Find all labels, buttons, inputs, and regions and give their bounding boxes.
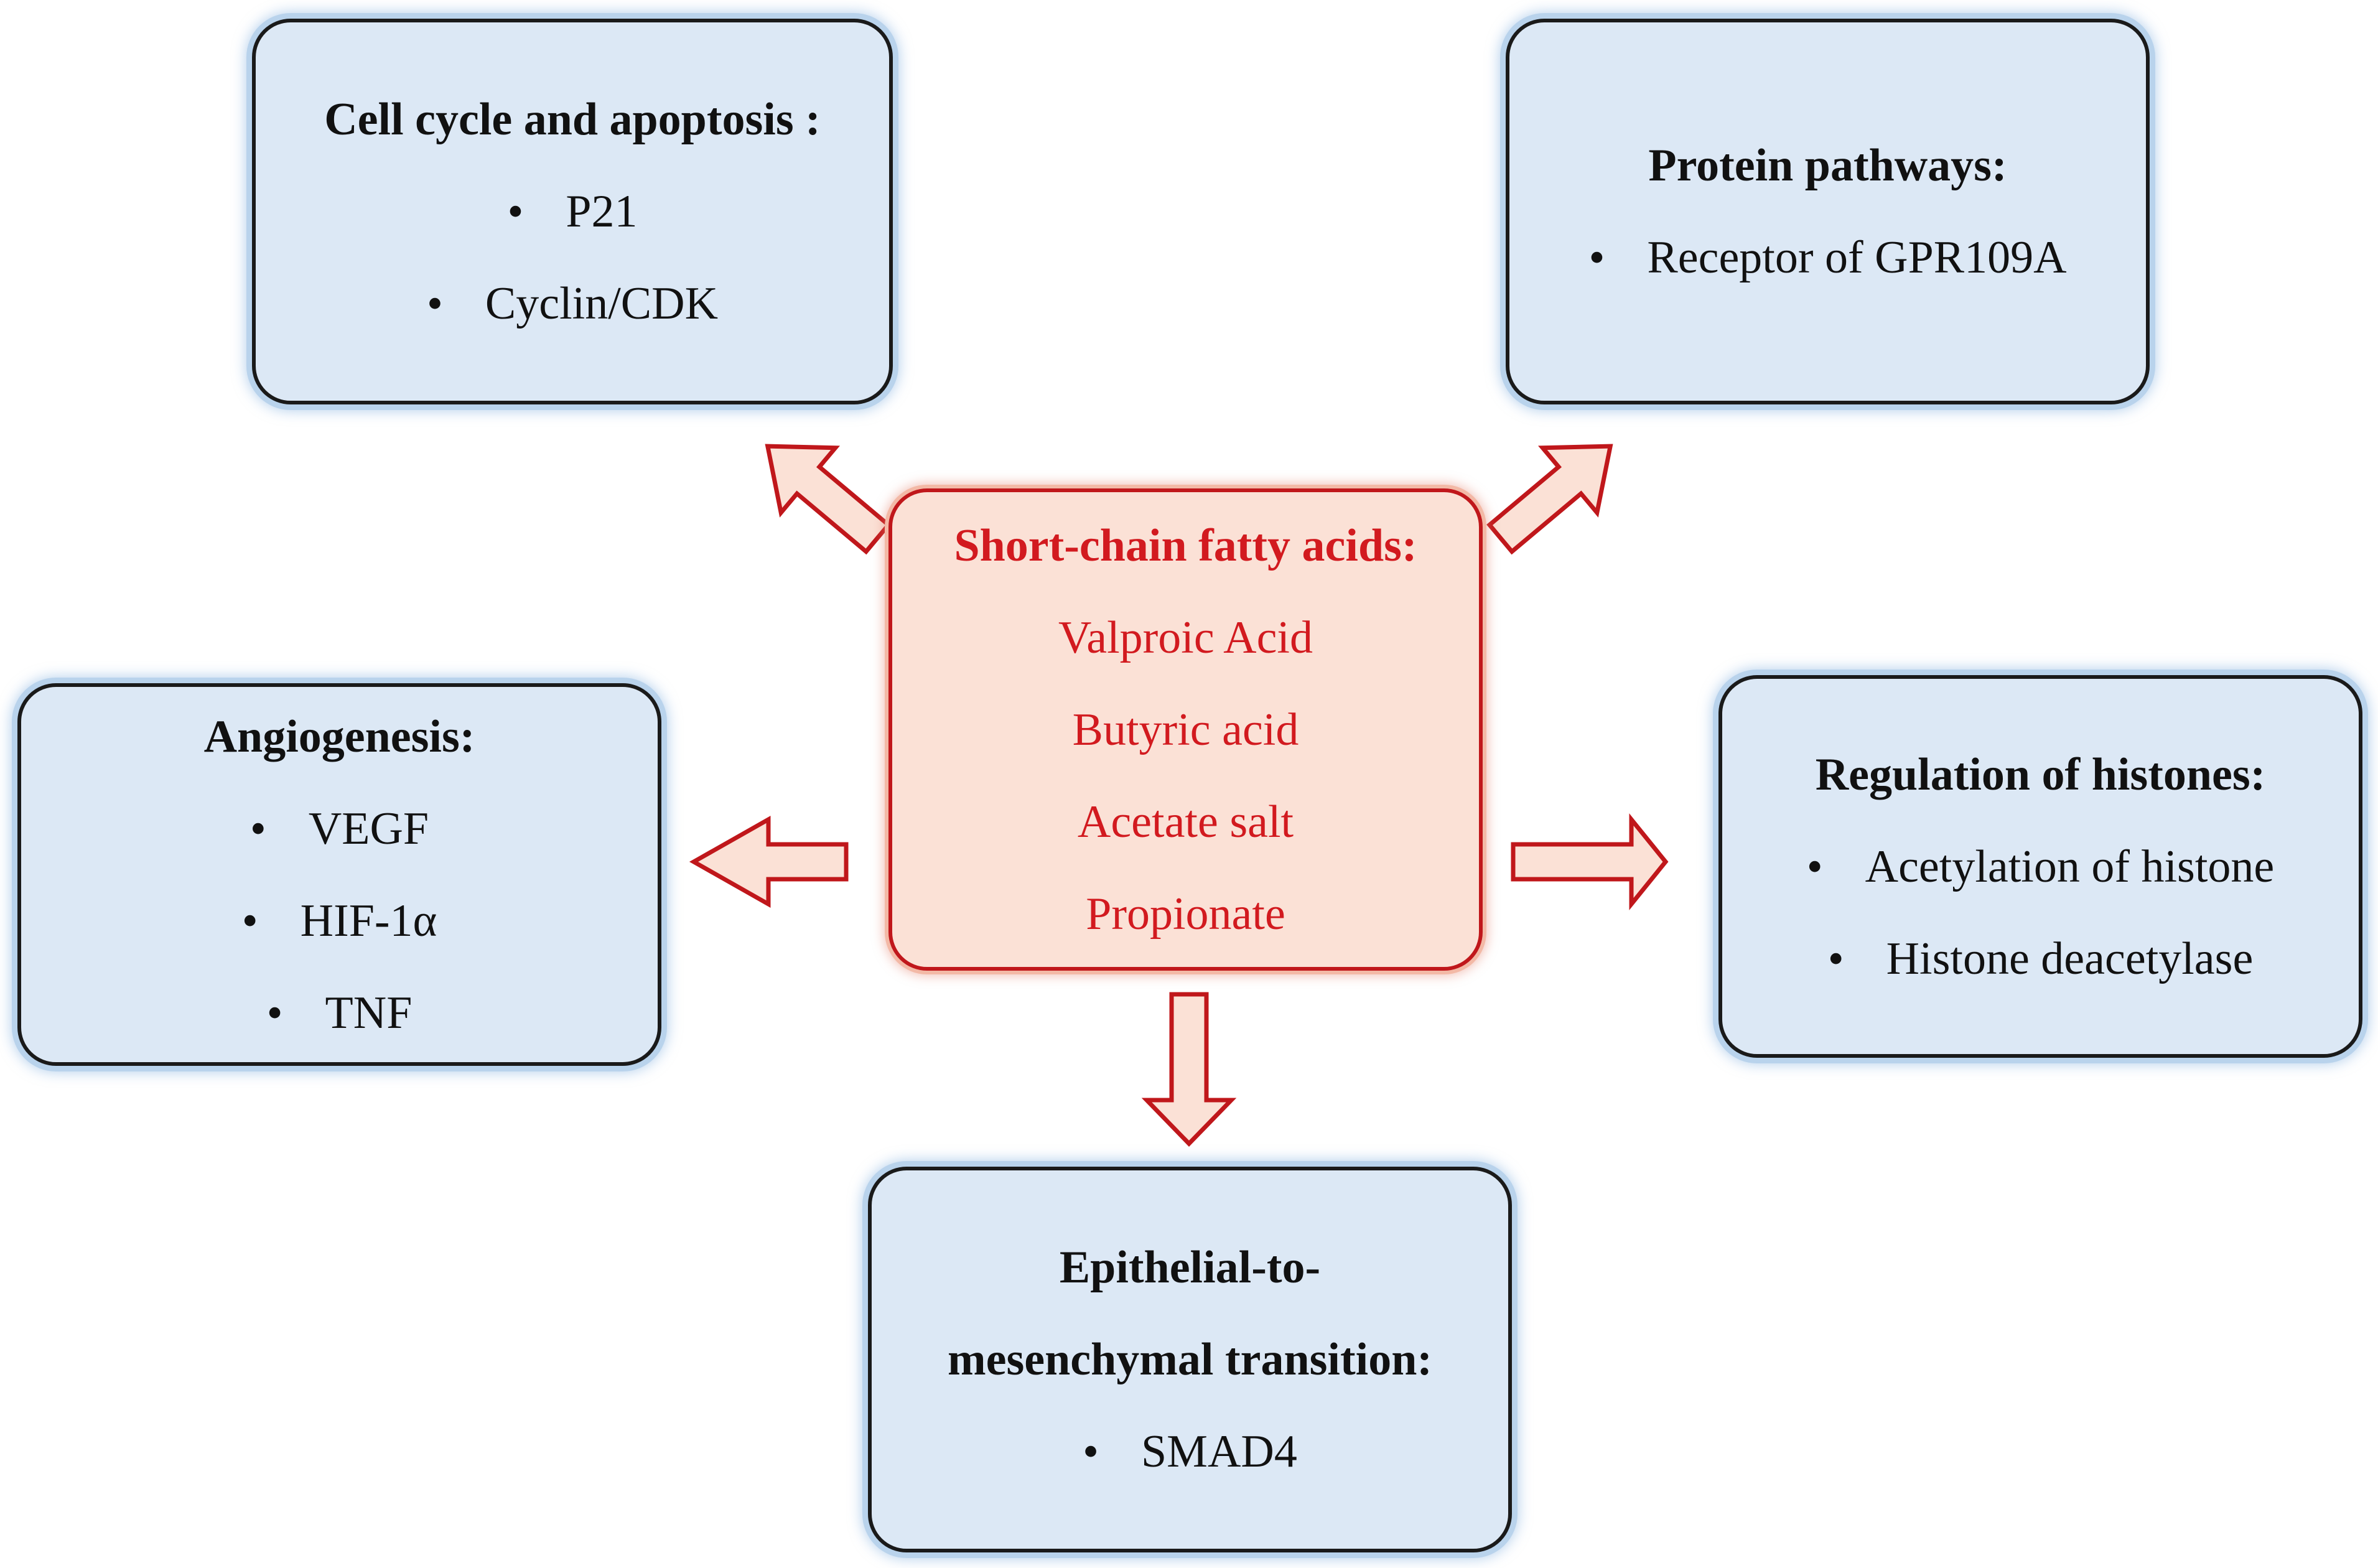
cell-cycle-item-1: P21 <box>566 186 638 237</box>
protein-pathways-item-1: Receptor of GPR109A <box>1647 232 2067 283</box>
list-item: • Acetylation of histone <box>1807 821 2275 913</box>
emt-title: Epithelial-to- mesenchymal transition: <box>948 1221 1432 1406</box>
emt-item-1: SMAD4 <box>1141 1426 1297 1477</box>
list-item: • P21 <box>507 166 637 258</box>
list-item: • Cyclin/CDK <box>427 258 718 350</box>
center-item-4: Propionate <box>1086 888 1285 940</box>
bullet: • <box>507 186 524 237</box>
emt-box: Epithelial-to- mesenchymal transition: •… <box>868 1167 1512 1552</box>
angiogenesis-item-3: TNF <box>325 987 413 1038</box>
bullet: • <box>1588 232 1605 283</box>
protein-pathways-box: Protein pathways: • Receptor of GPR109A <box>1506 19 2150 404</box>
histones-item-1: Acetylation of histone <box>1865 841 2275 892</box>
short-chain-fatty-acids-box: Short-chain fatty acids: Valproic Acid B… <box>888 488 1483 971</box>
histones-box: Regulation of histones: • Acetylation of … <box>1718 675 2362 1058</box>
histones-title: Regulation of histones: <box>1815 749 2266 800</box>
cell-cycle-box: Cell cycle and apoptosis : • P21 • Cyclin/… <box>252 19 893 404</box>
protein-pathways-title: Protein pathways: <box>1648 140 2007 191</box>
emt-title-line-1: Epithelial-to- <box>1059 1242 1321 1293</box>
arrow-to-histones <box>1511 813 1669 910</box>
list-item: • Histone deacetylase <box>1828 913 2254 1005</box>
list-item: • Receptor of GPR109A <box>1588 212 2066 304</box>
angiogenesis-item-1: VEGF <box>308 803 429 854</box>
center-title: Short-chain fatty acids: <box>954 520 1417 571</box>
list-item: • HIF-1α <box>242 875 437 967</box>
bullet: • <box>266 987 283 1038</box>
bullet: • <box>249 803 266 854</box>
list-item: • VEGF <box>250 783 429 875</box>
cell-cycle-item-2: Cyclin/CDK <box>485 278 719 329</box>
angiogenesis-title: Angiogenesis: <box>203 711 475 762</box>
bullet: • <box>1806 841 1823 892</box>
cell-cycle-title: Cell cycle and apoptosis : <box>324 94 821 145</box>
center-item-2: Butyric acid <box>1072 704 1299 755</box>
bullet: • <box>1827 933 1844 984</box>
bullet: • <box>426 278 443 329</box>
bullet: • <box>1083 1426 1099 1477</box>
emt-title-line-2: mesenchymal transition: <box>948 1334 1432 1385</box>
histones-item-2: Histone deacetylase <box>1886 933 2254 984</box>
arrow-to-angiogenesis <box>689 815 849 908</box>
arrow-to-cell-cycle <box>765 444 892 555</box>
list-item: • SMAD4 <box>1083 1406 1297 1498</box>
arrow-to-emt <box>1141 992 1237 1147</box>
arrow-to-protein-pathways <box>1486 444 1613 555</box>
bullet: • <box>241 895 258 946</box>
center-item-3: Acetate salt <box>1077 796 1294 847</box>
angiogenesis-item-2: HIF-1α <box>300 895 437 946</box>
list-item: • TNF <box>267 967 413 1059</box>
angiogenesis-box: Angiogenesis: • VEGF • HIF-1α • TNF <box>17 683 661 1066</box>
center-item-1: Valproic Acid <box>1058 612 1313 663</box>
